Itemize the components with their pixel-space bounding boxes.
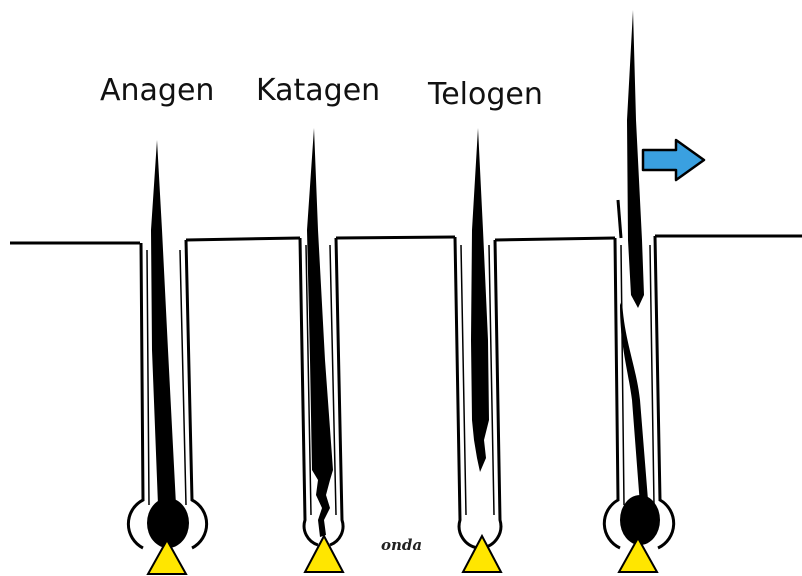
phase-label-telogen: Telogen [428,77,543,112]
phase-label-katagen: Katagen [256,73,381,108]
follicle-telogen [453,128,503,573]
follicle-wall-raised [616,199,623,239]
follicle-inner-wall [620,244,655,506]
follicle-katagen [298,128,345,573]
hair-shaft [151,140,176,505]
skin-surface-line [10,234,802,245]
follicle-inner-wall [460,244,495,516]
follicle-inner-wall [146,249,187,506]
hair-shaft [307,128,333,537]
papilla-triangle-icon [303,533,345,573]
watermark-text: onda [381,536,423,554]
papilla-triangle-icon [146,537,188,575]
follicle-wall [126,239,209,550]
follicle-anagen [126,140,209,575]
follicle-wall [298,237,345,547]
new-hair-growth [620,300,648,505]
hair-shaft [471,128,489,472]
right-arrow-icon [641,138,706,182]
phase-label-anagen: Anagen [100,73,215,108]
hair-bulb [620,495,660,545]
follicle-shedding [602,10,676,573]
hair-bulb [147,498,189,548]
follicle-wall [602,235,676,550]
shedding-hair-shaft [627,10,644,308]
papilla-triangle-icon [617,535,659,573]
papilla-triangle-icon [461,533,503,573]
follicle-inner-wall [305,244,337,516]
